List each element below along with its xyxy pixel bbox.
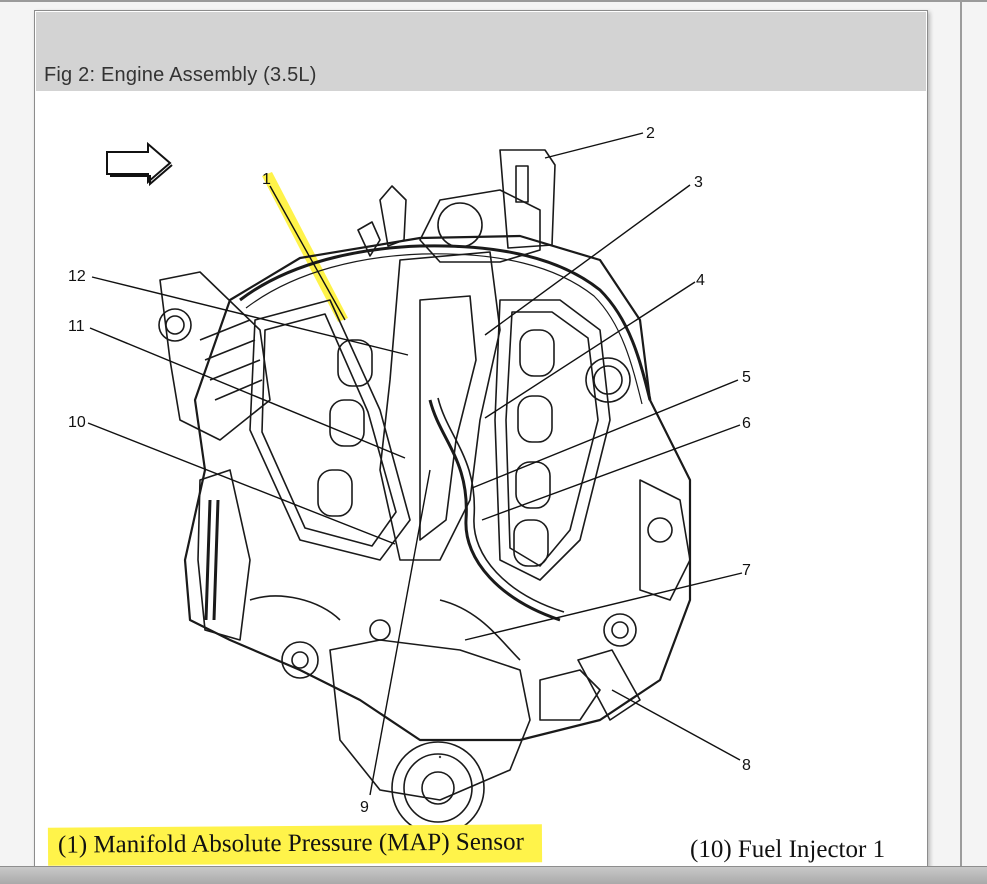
caption-map-sensor: (1) Manifold Absolute Pressure (MAP) Sen… — [47, 824, 543, 866]
callout-numbers: 1 2 3 4 5 6 7 8 9 10 11 12 — [68, 125, 751, 816]
figure-title: Fig 2: Engine Assembly (3.5L) — [44, 64, 317, 86]
leader-6 — [481, 424, 741, 521]
right-arrow-icon — [106, 141, 173, 187]
callout-3: 3 — [694, 174, 703, 191]
leader-9 — [369, 469, 431, 796]
figure-header: Fig 2: Engine Assembly (3.5L) — [36, 12, 926, 91]
leader-3 — [484, 184, 691, 336]
callout-9: 9 — [360, 799, 369, 816]
callout-leaders — [87, 132, 743, 796]
callout-12: 12 — [68, 268, 86, 285]
leader-12 — [91, 276, 409, 356]
leader-8 — [611, 689, 741, 761]
callout-8: 8 — [742, 757, 751, 774]
callout-7: 7 — [742, 562, 751, 579]
scan-dot — [438, 755, 442, 759]
callout-2: 2 — [646, 125, 655, 142]
leader-4 — [484, 281, 696, 419]
leader-2 — [544, 132, 644, 159]
figure-card: Fig 2: Engine Assembly (3.5L) — [34, 10, 928, 883]
leader-5 — [471, 379, 739, 489]
callout-1: 1 — [262, 171, 271, 188]
leader-11 — [89, 327, 406, 459]
leader-10 — [87, 422, 396, 545]
window-top-border — [0, 0, 987, 2]
callout-6: 6 — [742, 415, 751, 432]
callout-4: 4 — [696, 272, 705, 289]
engine-drawing — [158, 149, 692, 835]
scrollbar-track-edge[interactable] — [960, 0, 962, 883]
caption-fuel-injector: (10) Fuel Injector 1 — [690, 836, 886, 863]
window-bottom-bar — [0, 866, 987, 884]
leader-1 — [269, 185, 346, 321]
callout-5: 5 — [742, 369, 751, 386]
callout-11: 11 — [68, 318, 85, 335]
leader-7 — [464, 572, 743, 641]
callout-10: 10 — [68, 414, 86, 431]
